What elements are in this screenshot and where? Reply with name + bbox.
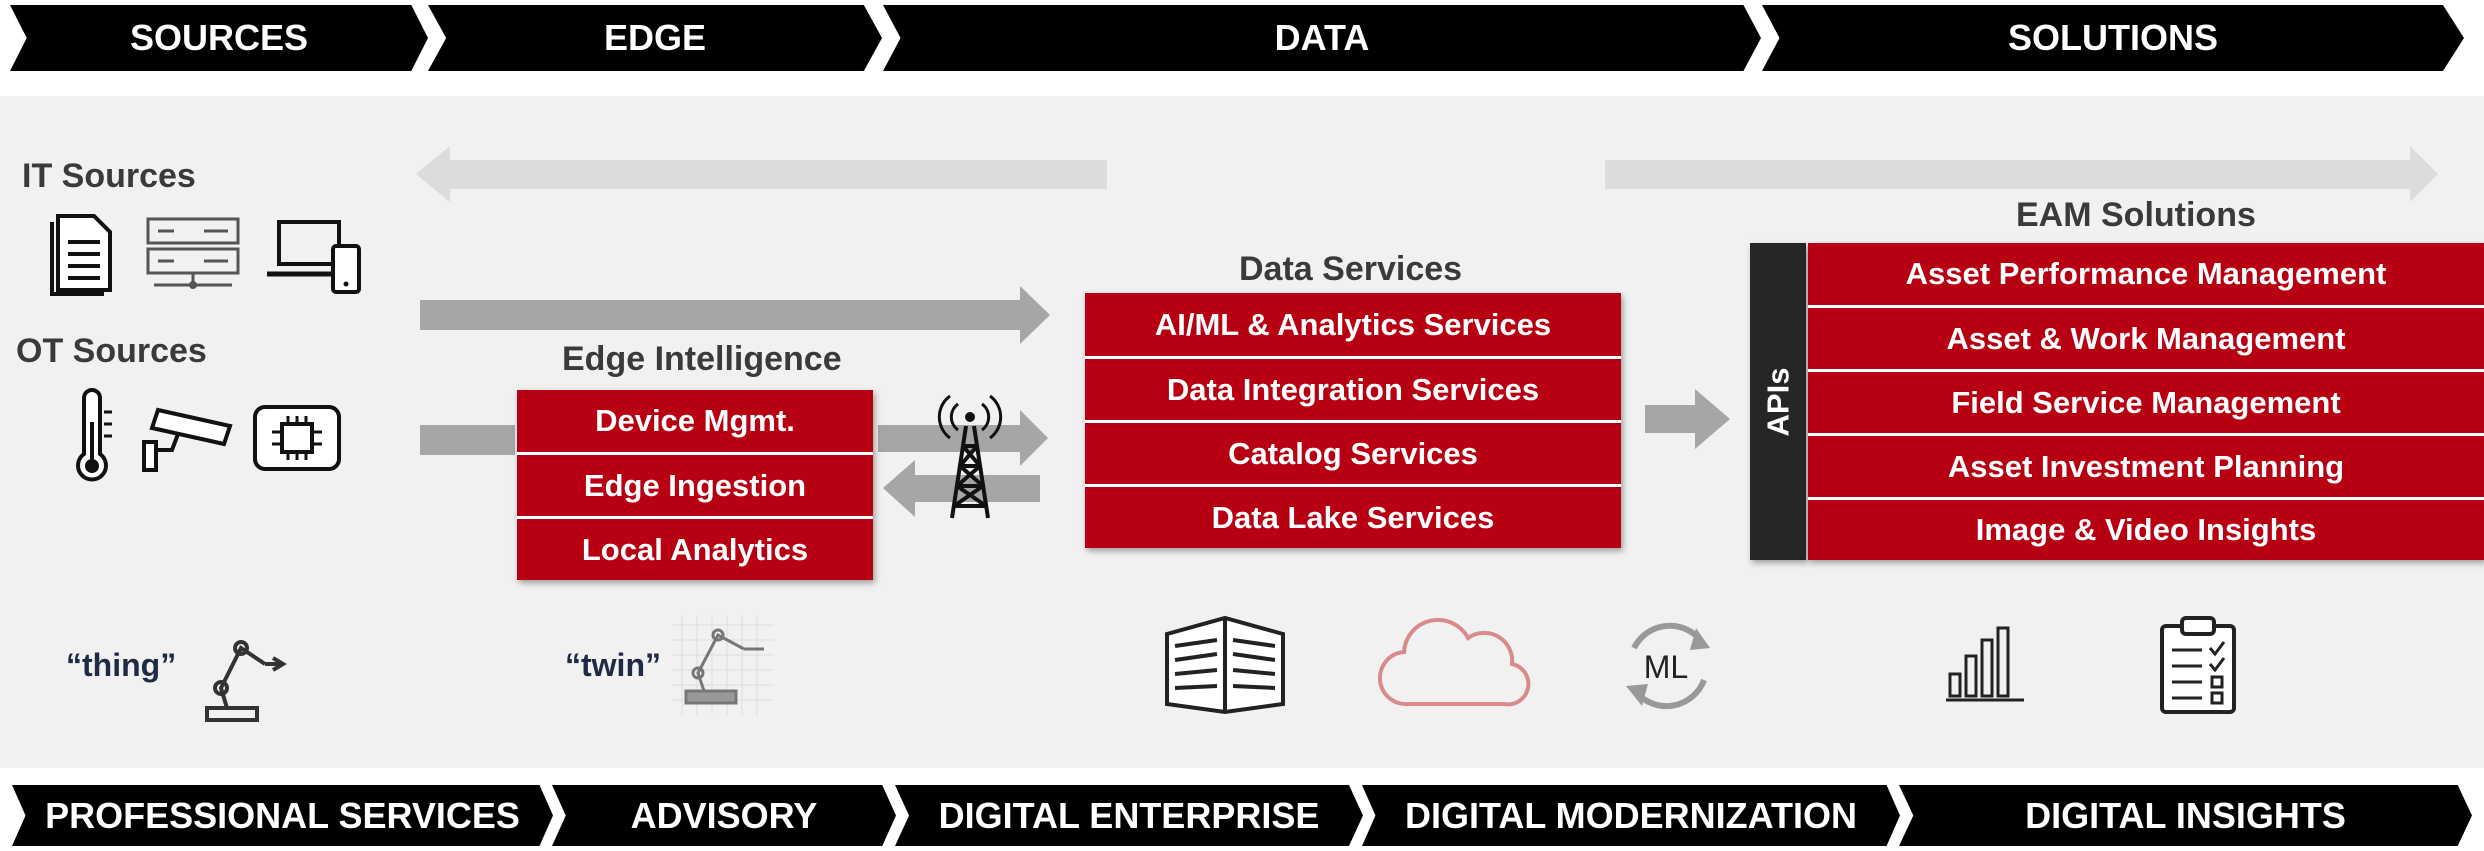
ot-to-edge-bar (420, 425, 515, 455)
stage-solutions-label: SOLUTIONS (2007, 17, 2218, 58)
security-camera-icon (142, 407, 233, 472)
ml-label: ML (1644, 649, 1688, 685)
edge-item-device-mgmt: Device Mgmt. (517, 390, 873, 452)
stage-sources-chevron: SOURCES (10, 5, 428, 71)
ml-cycle-icon: ML (1626, 622, 1710, 710)
data-item-ai-ml: AI/ML & Analytics Services (1085, 293, 1621, 356)
it-sources-heading: IT Sources (22, 157, 196, 195)
digital-enterprise-chevron: DIGITAL ENTERPRISE (895, 785, 1363, 846)
eam-item-asset-investment: Asset Investment Planning (1808, 433, 2484, 497)
edge-intelligence-stack: Device Mgmt. Edge Ingestion Local Analyt… (517, 390, 873, 580)
stage-data-label: DATA (1274, 17, 1370, 58)
clipboard-checklist-icon (2160, 616, 2236, 714)
data-services-heading: Data Services (1239, 250, 1463, 288)
eam-solutions-stack: Asset Performance Management Asset & Wor… (1808, 243, 2484, 560)
digital-twin-icon (672, 615, 774, 715)
ot-sources-heading: OT Sources (16, 332, 207, 370)
stage-edge-chevron: EDGE (428, 5, 882, 71)
edge-item-edge-ingestion: Edge Ingestion (517, 452, 873, 516)
robot-arm-icon (205, 640, 287, 722)
professional-services-label: PROFESSIONAL SERVICES (45, 794, 520, 836)
data-item-catalog: Catalog Services (1085, 420, 1621, 484)
server-rack-icon (146, 217, 240, 289)
edge-intelligence-heading: Edge Intelligence (562, 340, 842, 378)
stage-solutions-chevron: SOLUTIONS (1762, 5, 2464, 71)
eam-solutions-heading: EAM Solutions (2016, 196, 2256, 234)
laptop-phone-icon (267, 220, 361, 294)
digital-modernization-chevron: DIGITAL MODERNIZATION (1362, 785, 1900, 846)
document-icon (50, 214, 112, 296)
eam-item-apm: Asset Performance Management (1808, 243, 2484, 305)
thermometer-icon (76, 388, 112, 482)
cell-tower-icon (937, 394, 1003, 519)
stage-edge-label: EDGE (603, 17, 707, 58)
eam-item-field-service: Field Service Management (1808, 369, 2484, 433)
edge-item-local-analytics: Local Analytics (517, 516, 873, 580)
eam-item-asset-work-mgmt: Asset & Work Management (1808, 305, 2484, 369)
twin-label: “twin” (565, 647, 661, 683)
cloud-icon (1378, 617, 1531, 707)
stage-data-chevron: DATA (883, 5, 1761, 71)
digital-insights-label: DIGITAL INSIGHTS (2025, 794, 2346, 836)
right-arrow-data (420, 286, 1050, 344)
data-services-stack: AI/ML & Analytics Services Data Integrat… (1085, 293, 1621, 548)
data-item-data-lake: Data Lake Services (1085, 484, 1621, 548)
eam-item-image-video: Image & Video Insights (1808, 497, 2484, 560)
digital-modernization-label: DIGITAL MODERNIZATION (1405, 794, 1857, 836)
apis-label: APIs (1760, 367, 1796, 436)
data-to-apis-arrow (1645, 389, 1730, 449)
right-arrow-top (1605, 146, 2438, 202)
thing-label: “thing” (66, 647, 177, 683)
digital-enterprise-label: DIGITAL ENTERPRISE (938, 794, 1320, 836)
apis-bar: APIs (1750, 243, 1806, 560)
digital-insights-chevron: DIGITAL INSIGHTS (1899, 785, 2472, 846)
advisory-chevron: ADVISORY (552, 785, 896, 846)
data-item-data-integration: Data Integration Services (1085, 356, 1621, 420)
left-arrow-top (416, 146, 1107, 202)
professional-services-chevron: PROFESSIONAL SERVICES (12, 785, 553, 846)
advisory-label: ADVISORY (630, 794, 818, 836)
stage-sources-label: SOURCES (129, 17, 309, 58)
bar-chart-icon (1946, 626, 2024, 702)
chip-board-icon (253, 405, 341, 471)
datacenter-icon (1165, 615, 1285, 715)
